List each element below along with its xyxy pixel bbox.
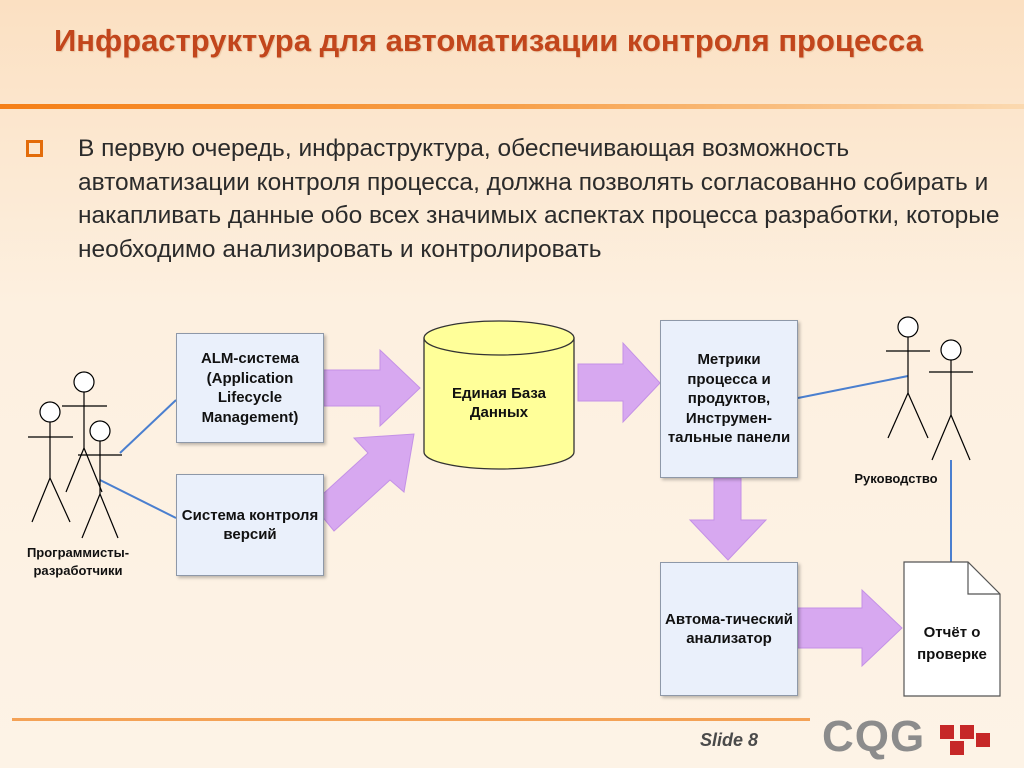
version-control-box: Система контроля версий — [176, 474, 324, 576]
management-label: Руководство — [854, 471, 938, 486]
logo-emblem-icon — [940, 725, 991, 756]
connector-lines — [99, 375, 952, 562]
footer-divider — [12, 718, 810, 721]
bullet-square-icon — [26, 140, 43, 157]
report-document — [903, 561, 1001, 697]
title-divider — [0, 104, 1024, 109]
developers-label: Программисты-разработчики — [26, 545, 130, 578]
developer-figure-3 — [78, 420, 122, 539]
db-to-metrics-arrow — [577, 341, 661, 424]
manager-figure-1 — [886, 316, 930, 439]
database-cylinder — [423, 320, 575, 470]
manager-figure-2 — [929, 339, 973, 461]
analyzer-box: Автома-тический анализатор — [660, 562, 798, 696]
vcs-to-db-arrow — [311, 433, 415, 532]
metrics-to-analyzer-arrow — [688, 477, 768, 561]
metrics-box: Метрики процесса и продуктов, Инструмен-… — [660, 320, 798, 478]
metrics-to-management-connector — [797, 375, 909, 399]
slide-number: Slide 8 — [700, 730, 759, 750]
alm-system-box: ALM-система (Application Lifecycle Manag… — [176, 333, 324, 443]
database-label: Единая База Данных — [452, 385, 546, 421]
dev-to-vcs-connector — [99, 479, 177, 519]
management-figures — [886, 316, 973, 461]
logo-text: CQG — [822, 712, 926, 761]
report-label: Отчёт о проверке — [917, 624, 987, 663]
bullet-text: В первую очередь, инфраструктура, обеспе… — [78, 135, 1000, 263]
developers-figures — [28, 371, 122, 539]
dev-to-alm-connector — [119, 399, 177, 454]
company-logo: CQG — [822, 712, 994, 762]
developer-figure-1 — [28, 401, 73, 523]
flow-arrows — [311, 341, 903, 668]
analyzer-to-report-arrow — [797, 588, 903, 668]
alm-to-db-arrow — [323, 348, 421, 428]
developer-figure-2 — [62, 371, 107, 493]
slide-title: Инфраструктура для автоматизации контрол… — [54, 23, 923, 58]
